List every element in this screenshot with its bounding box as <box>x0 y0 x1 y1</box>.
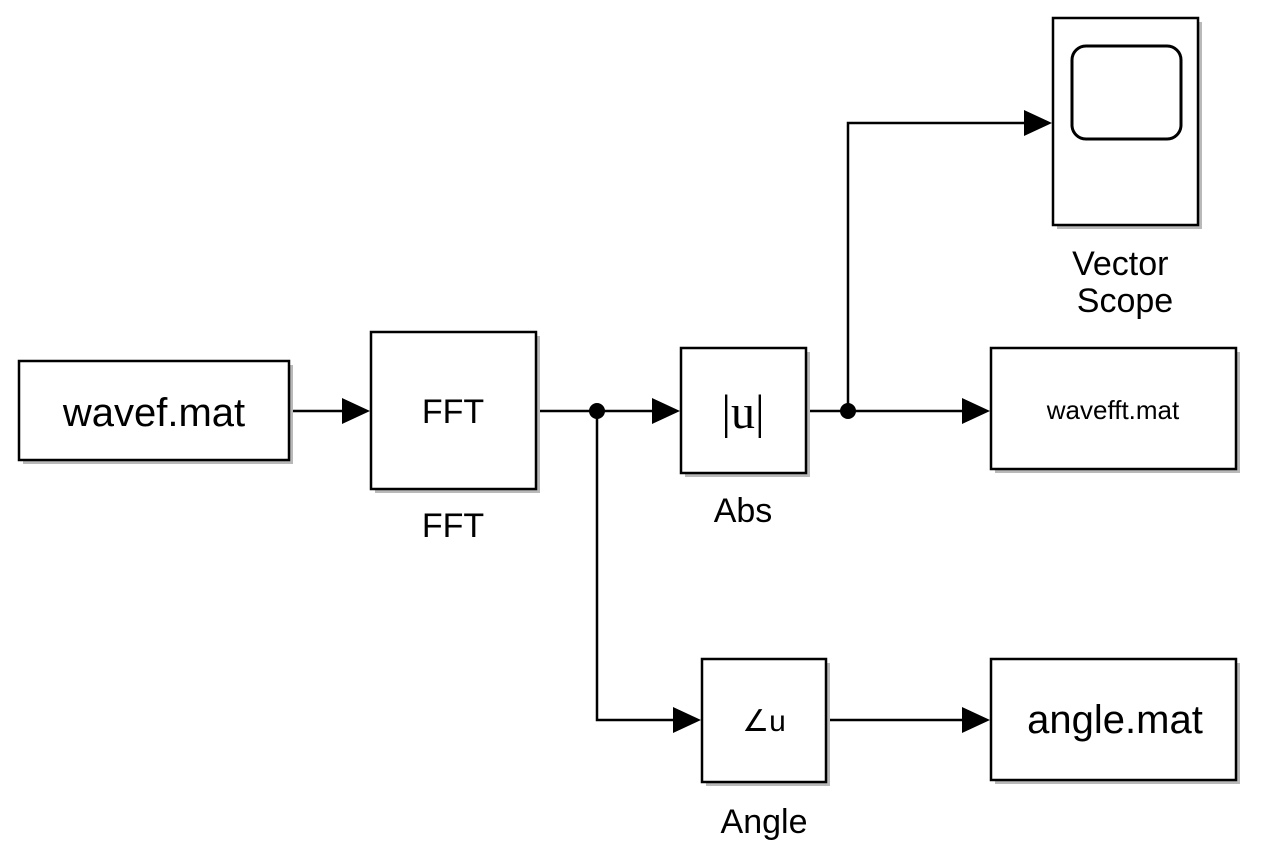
block-fft[interactable]: FFT <box>369 330 540 493</box>
wire-fft-to-angle[interactable] <box>595 411 673 722</box>
block-angle-label: ∠u <box>742 705 786 738</box>
block-abs-label: |u| <box>721 386 764 439</box>
scope-screen-icon <box>1070 44 1183 141</box>
block-angle-caption: Angle <box>721 803 808 841</box>
block-to-file-wavefft-label: wavefft.mat <box>1046 395 1180 425</box>
block-angle[interactable]: ∠u <box>700 657 830 786</box>
block-to-file-angle-label: angle.mat <box>1027 698 1203 742</box>
arrow-into-wavefft <box>962 398 990 424</box>
signal-lines <box>289 110 1052 733</box>
arrow-into-fft <box>342 398 370 424</box>
block-abs-caption: Abs <box>714 492 773 530</box>
block-fft-label: FFT <box>422 393 484 431</box>
arrow-into-abs <box>652 398 680 424</box>
branch-point-fft-output <box>589 403 605 419</box>
arrow-into-scope <box>1024 110 1052 136</box>
block-from-file-wavef-label: wavef.mat <box>62 391 245 435</box>
block-vector-scope-caption-line2: Scope <box>1077 282 1173 320</box>
block-fft-caption: FFT <box>422 507 484 545</box>
block-to-file-angle[interactable]: angle.mat <box>989 657 1240 784</box>
block-vector-scope[interactable] <box>1051 16 1202 229</box>
block-from-file-wavef[interactable]: wavef.mat <box>17 359 293 464</box>
block-abs[interactable]: |u| <box>679 346 810 477</box>
arrow-into-angle-mat <box>962 707 990 733</box>
block-vector-scope-caption-line1: Vector <box>1072 245 1168 283</box>
wire-abs-to-scope[interactable] <box>846 121 1024 411</box>
block-vector-scope-caption: Vector Scope <box>1072 245 1178 320</box>
block-to-file-wavefft[interactable]: wavefft.mat <box>989 346 1240 473</box>
branch-point-abs-output <box>840 403 856 419</box>
arrow-into-angle <box>673 707 701 733</box>
